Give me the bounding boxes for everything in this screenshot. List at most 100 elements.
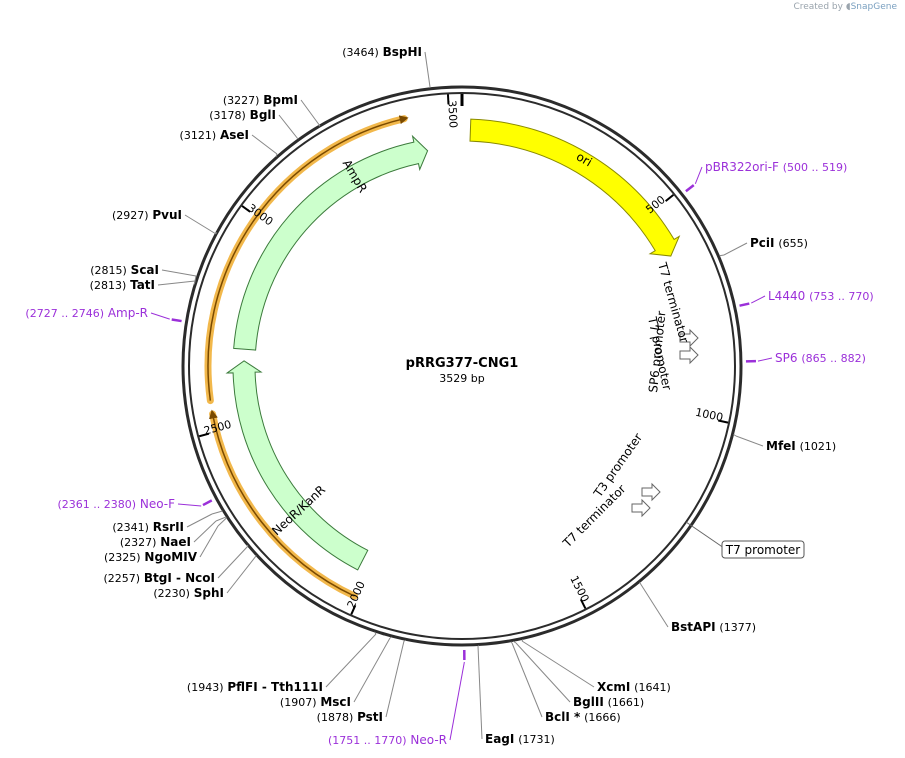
site-position: (1943) (187, 681, 224, 694)
site-enzyme: MscI (320, 695, 351, 709)
site-label: (2327) NaeI (120, 535, 191, 549)
tick-label: 1500 (567, 574, 591, 605)
tick-label: 2000 (345, 579, 368, 610)
site-position: (2325) (104, 551, 141, 564)
tick-mark (350, 604, 357, 615)
site-enzyme: NgoMIV (144, 550, 197, 564)
primer-label: (2727 .. 2746) Amp-R (25, 306, 148, 320)
primer-label: SP6 (865 .. 882) (775, 351, 866, 365)
credit-brand: SnapGene (850, 2, 897, 12)
site-leader-2 (251, 134, 278, 155)
site-label: (2325) NgoMIV (104, 550, 198, 564)
site-enzyme: BglII (573, 695, 604, 709)
site-enzyme: TatI (130, 278, 155, 292)
primer-name: Amp-R (108, 306, 148, 320)
site-leader-2 (477, 645, 483, 740)
site-label: (2815) ScaI (90, 263, 159, 277)
site-position: (1878) (317, 711, 354, 724)
site-position: (3227) (223, 94, 260, 107)
site-position: (2813) (90, 279, 127, 292)
regulatory-arrow-icon (631, 498, 651, 518)
site-leader (719, 254, 725, 257)
primer-name: Neo-R (410, 733, 447, 747)
site-leader-2 (325, 633, 377, 688)
site-enzyme: BtgI - NcoI (144, 571, 215, 585)
tick-mark (579, 599, 587, 609)
boxed-callout-label: T7 promoter (725, 543, 801, 557)
site-leader-2 (193, 520, 217, 543)
ampr-feature (233, 134, 429, 351)
site-enzyme: RsrII (153, 520, 184, 534)
tick-label: 3500 (445, 100, 459, 129)
site-leader (374, 631, 377, 635)
credit-prefix: Created by (793, 2, 843, 12)
site-enzyme: BstAPI (671, 620, 716, 634)
backbone-inner (188, 92, 736, 640)
backbone-outer (181, 85, 743, 647)
site-leader (193, 280, 196, 285)
site-leader-2 (511, 642, 543, 718)
site-leader (513, 640, 517, 644)
site-position: (3464) (342, 46, 379, 59)
orf-ampr-line (207, 115, 409, 401)
regulatory-arrow-icon (679, 328, 699, 348)
site-leader-2 (424, 51, 431, 88)
site-leader-2 (226, 555, 257, 594)
site-enzyme: AseI (220, 128, 249, 142)
site-leader-2 (186, 513, 213, 528)
site-label: (1943) PflFI - Tth111I (187, 680, 323, 694)
ori-label: ori (574, 149, 595, 169)
site-leader-2 (157, 280, 196, 286)
site-position: (2257) (103, 572, 140, 585)
site-label: BclI * (1666) (545, 710, 621, 724)
site-leader-2 (278, 114, 299, 140)
site-leader (275, 153, 278, 157)
plasmid-name: pRRG377-CNG1 (406, 356, 519, 371)
site-position: (2341) (112, 521, 149, 534)
orf-neor-line (209, 409, 355, 597)
site-position: (655) (778, 237, 808, 250)
features-layer (171, 115, 756, 661)
site-enzyme: PvuI (152, 208, 182, 222)
primer-range: (865 .. 882) (801, 352, 866, 365)
site-leader-2 (521, 640, 595, 688)
primer-mark (685, 184, 695, 193)
site-position: (3178) (209, 109, 246, 122)
primer-mark (202, 499, 213, 507)
site-leader-2 (385, 640, 405, 718)
site-label: (1907) MscI (280, 695, 351, 709)
primer-leader (449, 661, 465, 741)
site-position: (2327) (120, 536, 157, 549)
site-label: (2257) BtgI - NcoI (103, 571, 215, 585)
site-leader-2 (735, 435, 764, 447)
primer-label: (2361 .. 2380) Neo-F (57, 497, 175, 511)
primer-name: SP6 (775, 351, 798, 365)
site-enzyme: PstI (357, 710, 383, 724)
site-leader-2 (639, 582, 669, 628)
boxed-callout-box (721, 540, 805, 559)
site-position: (2230) (153, 587, 190, 600)
site-enzyme: NaeI (160, 535, 191, 549)
plasmid-length: 3529 bp (439, 372, 484, 385)
primer-label: pBR322ori-F (500 .. 519) (705, 160, 847, 174)
site-leader-2 (353, 637, 391, 703)
site-label: (2813) TatI (90, 278, 155, 292)
site-label: (1878) PstI (317, 710, 383, 724)
site-label: MfeI (1021) (766, 439, 836, 453)
primer-label: (1751 .. 1770) Neo-R (328, 733, 447, 747)
site-label: (3121) AseI (180, 128, 249, 142)
site-enzyme: MfeI (766, 439, 796, 453)
tick-mark (718, 419, 729, 424)
site-enzyme: PflFI - Tth111I (227, 680, 323, 694)
boxed-callout-line (685, 521, 725, 549)
site-leader (403, 639, 406, 642)
site-leader-2 (184, 214, 217, 235)
backbone-layer (181, 85, 743, 647)
primer-leader (150, 312, 170, 320)
site-enzyme: PciI (750, 236, 775, 250)
site-leader-2 (199, 525, 219, 558)
site-label: PciI (655) (750, 236, 808, 250)
site-leader (510, 641, 513, 644)
